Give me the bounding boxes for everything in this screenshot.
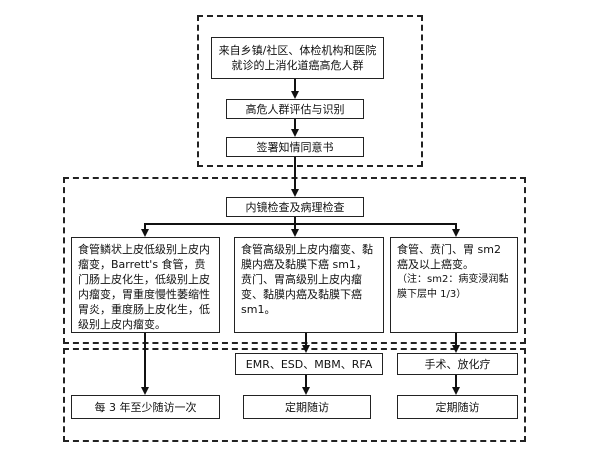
source-population-box: 来自乡镇/社区、体检机构和医院 就诊的上消化道癌高危人群: [211, 37, 384, 79]
risk-assessment-box: 高危人群评估与识别: [226, 99, 364, 119]
advanced-cancer-note: （注：sm2：病变浸润黏膜下层中 1/3）: [397, 274, 509, 300]
low-grade-lesion-text: 食管鳞状上皮低级别上皮内瘤变，Barrett's 食管，贲门肠上皮化生，低级别上…: [78, 243, 210, 331]
connector-consent-endoscopy: [294, 157, 296, 189]
arrow-to-high-grade: [291, 229, 299, 237]
arrow-to-regular-followup-2: [452, 387, 460, 395]
low-grade-lesion-box: 食管鳞状上皮低级别上皮内瘤变，Barrett's 食管，贲门肠上皮化生，低级别上…: [71, 237, 220, 333]
risk-assessment-label: 高危人群评估与识别: [245, 102, 345, 116]
arrow-to-regular-followup-1: [302, 387, 310, 395]
emr-esd-label: EMR、ESD、MBM、RFA: [245, 357, 373, 371]
connector-branch-bar: [144, 223, 457, 225]
arrow-to-followup-3yr: [141, 387, 149, 395]
arrow-to-low-grade: [141, 229, 149, 237]
source-population-line-1: 来自乡镇/社区、体检机构和医院: [218, 44, 377, 57]
followup-3yr-label: 每 3 年至少随访一次: [94, 400, 197, 414]
arrow-to-surgery: [452, 345, 460, 353]
surgery-chemo-label: 手术、放化疗: [424, 357, 491, 371]
followup-3yr-box: 每 3 年至少随访一次: [71, 395, 220, 419]
endoscopy-box: 内镜检查及病理检查: [226, 197, 364, 217]
arrow-to-emr: [302, 345, 310, 353]
surgery-chemo-box: 手术、放化疗: [397, 353, 518, 375]
connector-surgery-followup: [455, 375, 457, 387]
endoscopy-label: 内镜检查及病理检查: [245, 200, 345, 214]
arrow-to-advanced: [452, 229, 460, 237]
regular-followup-label-2: 定期随访: [435, 400, 480, 414]
connector-low-grade-followup: [144, 333, 146, 387]
high-grade-lesion-text: 食管高级别上皮内瘤变、黏膜内癌及黏膜下癌 sm1，贲门、胃高级别上皮内瘤变、黏膜…: [241, 243, 373, 316]
informed-consent-label: 签署知情同意书: [256, 140, 334, 154]
connector-source-assess: [294, 79, 296, 91]
stage-1-frame: [197, 15, 423, 167]
advanced-cancer-text: 食管、贲门、胃 sm2 癌及以上癌变。: [397, 243, 501, 271]
connector-emr-followup: [305, 375, 307, 387]
connector-endoscopy-down: [294, 217, 296, 224]
arrow-to-assess: [291, 91, 299, 99]
high-grade-lesion-box: 食管高级别上皮内瘤变、黏膜内癌及黏膜下癌 sm1，贲门、胃高级别上皮内瘤变、黏膜…: [234, 237, 384, 333]
stage-3-frame: [63, 348, 526, 442]
connector-branch-right: [455, 223, 457, 230]
arrow-to-consent: [291, 129, 299, 137]
informed-consent-box: 签署知情同意书: [226, 137, 364, 157]
source-population-line-2: 就诊的上消化道癌高危人群: [231, 59, 364, 72]
connector-branch-middle: [294, 223, 296, 230]
regular-followup-box-2: 定期随访: [397, 395, 518, 419]
connector-advanced-surgery: [455, 333, 457, 345]
advanced-cancer-box: 食管、贲门、胃 sm2 癌及以上癌变。 （注：sm2：病变浸润黏膜下层中 1/3…: [390, 237, 518, 333]
arrow-to-endoscopy: [291, 189, 299, 197]
connector-branch-left: [144, 223, 146, 230]
emr-esd-box: EMR、ESD、MBM、RFA: [235, 353, 383, 375]
connector-high-grade-emr: [305, 333, 307, 345]
regular-followup-box-1: 定期随访: [243, 395, 371, 419]
connector-assess-consent: [294, 119, 296, 129]
regular-followup-label-1: 定期随访: [285, 400, 329, 414]
